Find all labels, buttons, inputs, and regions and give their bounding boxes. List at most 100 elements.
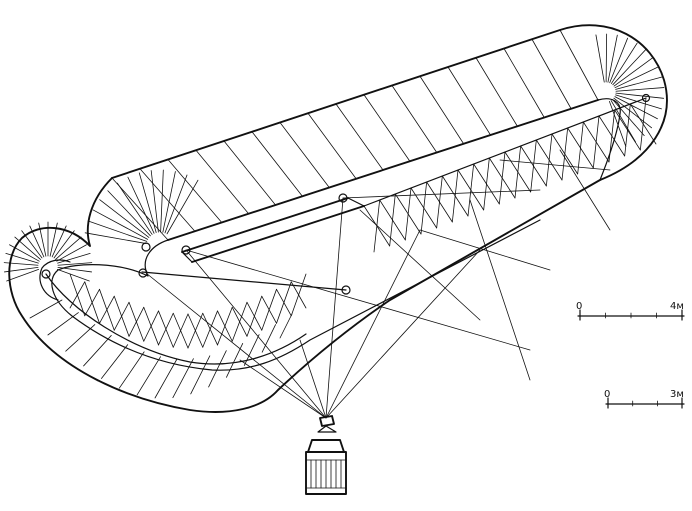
gore-rib [150, 170, 159, 233]
gore-rib [38, 222, 47, 257]
brace [187, 312, 204, 349]
gore-rib [127, 176, 155, 234]
gondola-car [305, 451, 347, 495]
gondola-slats [305, 459, 347, 489]
gore-rib [6, 269, 40, 282]
suspension-line [145, 272, 327, 419]
scale-bar-minor-ticks [632, 400, 658, 407]
gore-rib [614, 96, 658, 120]
gore-rib [419, 75, 465, 145]
keel-lower-chord [45, 273, 307, 365]
gore-rib [118, 351, 145, 389]
gore-rib [9, 244, 40, 262]
gore-rib [162, 171, 176, 233]
keel-plank-end-right [347, 197, 365, 207]
gondola-hanger [317, 425, 337, 433]
stay-line [185, 249, 531, 351]
suspension-line [239, 359, 327, 419]
brace [84, 288, 100, 317]
gore-rib [261, 324, 276, 353]
gore-rib [57, 252, 91, 264]
gore-rib [615, 76, 663, 90]
gondola-motor [319, 415, 335, 427]
gore-rib [107, 190, 151, 237]
stay-line [419, 229, 551, 271]
brace [261, 288, 277, 331]
envelope-left-inner [51, 219, 541, 371]
brace [217, 306, 233, 346]
suspension-line [299, 339, 327, 419]
keel-plank-upper [181, 197, 349, 253]
gore-rib [609, 100, 627, 147]
gore-rib [57, 262, 93, 266]
gore-rib [615, 87, 665, 92]
gore-rib [251, 131, 303, 197]
gore-rib [87, 220, 148, 242]
brace [158, 312, 174, 346]
gore-rib [605, 33, 608, 83]
scale-bar-4m: 0 4м [576, 301, 685, 321]
scale-bar-end-label: 4м [670, 301, 684, 312]
brace [451, 169, 459, 223]
brace [467, 163, 475, 217]
gore-rib [99, 199, 150, 238]
gore-rib [29, 299, 63, 319]
brace [404, 187, 412, 241]
gore-rib [447, 66, 491, 136]
envelope-left-lobe-inner [39, 259, 71, 301]
gore-rib [29, 225, 45, 258]
brace [69, 281, 86, 309]
brace [373, 199, 381, 253]
brace [639, 97, 647, 151]
gore-ribs-curves [3, 33, 665, 399]
gore-rib [56, 244, 87, 262]
brace [231, 301, 248, 342]
stay-line [469, 199, 531, 381]
gore-rib [101, 344, 129, 379]
scale-bar-3m: 0 3м [604, 389, 685, 409]
gore-rib [139, 168, 196, 232]
gore-rib [208, 350, 227, 388]
gore-rib [154, 358, 178, 399]
node-ring [138, 268, 148, 278]
gore-rib [610, 42, 638, 84]
brace [608, 109, 616, 163]
gore-rib [57, 266, 92, 273]
node-ring [141, 242, 151, 252]
gore-rib [595, 34, 605, 83]
brace [420, 181, 428, 235]
gore-rib [391, 85, 438, 153]
gore-rib [363, 94, 411, 162]
gore-rib [14, 236, 41, 260]
gore-rib [47, 312, 79, 336]
brace [202, 310, 218, 348]
gore-rib [613, 57, 654, 87]
gore-rib [615, 94, 662, 110]
envelope [3, 24, 668, 413]
brace [624, 103, 631, 157]
gore-rib [56, 269, 90, 282]
gore-rib [615, 92, 665, 99]
envelope-top-edge [111, 24, 668, 181]
gore-rib [164, 174, 188, 234]
brace [545, 133, 553, 187]
brace [530, 139, 537, 193]
node-ring [341, 285, 351, 295]
cross-bracing [69, 97, 657, 349]
gondola [305, 415, 347, 495]
gore-rib [223, 140, 276, 206]
gore-rib [55, 236, 82, 260]
stay-line [359, 209, 481, 321]
gore-rib [503, 48, 545, 118]
gore-rib [531, 38, 572, 110]
brace [172, 313, 189, 348]
gore-rib [51, 225, 67, 258]
suspension-line [325, 197, 344, 419]
gore-rib [166, 179, 199, 235]
gore-rib [92, 209, 149, 240]
gore-rib [49, 222, 58, 257]
scale-bar-start-label: 0 [576, 301, 582, 312]
suspension-line [325, 249, 481, 419]
rigging [41, 93, 657, 419]
